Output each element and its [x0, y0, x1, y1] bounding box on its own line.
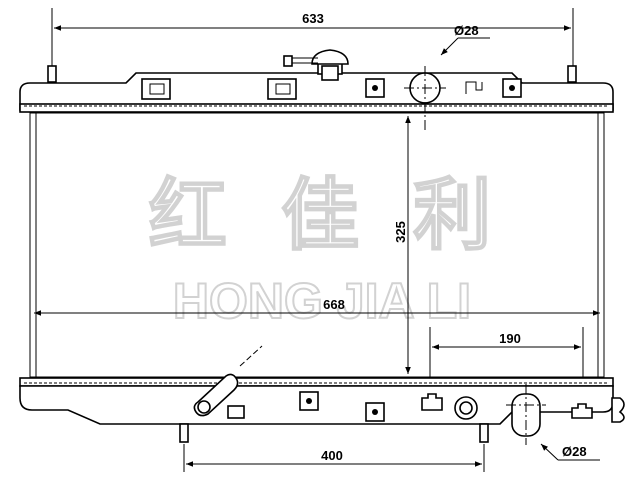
upper-tank	[19, 49, 614, 132]
lower-pipe-diameter-callout: Ø28	[540, 443, 600, 461]
dimension-label-668: 668	[323, 297, 345, 312]
dimension-label-325: 325	[393, 221, 408, 243]
dimension-label-400: 400	[321, 448, 343, 463]
watermark-chinese: 红 佳 利	[149, 171, 492, 261]
dimension-lower-mount-span: 400	[183, 444, 485, 472]
dimension-label-lower-diameter: Ø28	[562, 444, 587, 459]
dimension-label-633: 633	[302, 11, 324, 26]
radiator-core	[29, 112, 605, 378]
dimension-overall-width: 633	[51, 8, 574, 72]
dimension-core-width: 668	[34, 297, 600, 316]
watermark-latin: HONG JIA LI	[173, 273, 471, 329]
dimension-label-upper-diameter: Ø28	[454, 23, 479, 38]
lower-tank	[19, 345, 625, 445]
dimension-label-190: 190	[499, 331, 521, 346]
dimension-core-height: 325	[393, 116, 411, 374]
upper-pipe-diameter-callout: Ø28	[440, 23, 490, 56]
